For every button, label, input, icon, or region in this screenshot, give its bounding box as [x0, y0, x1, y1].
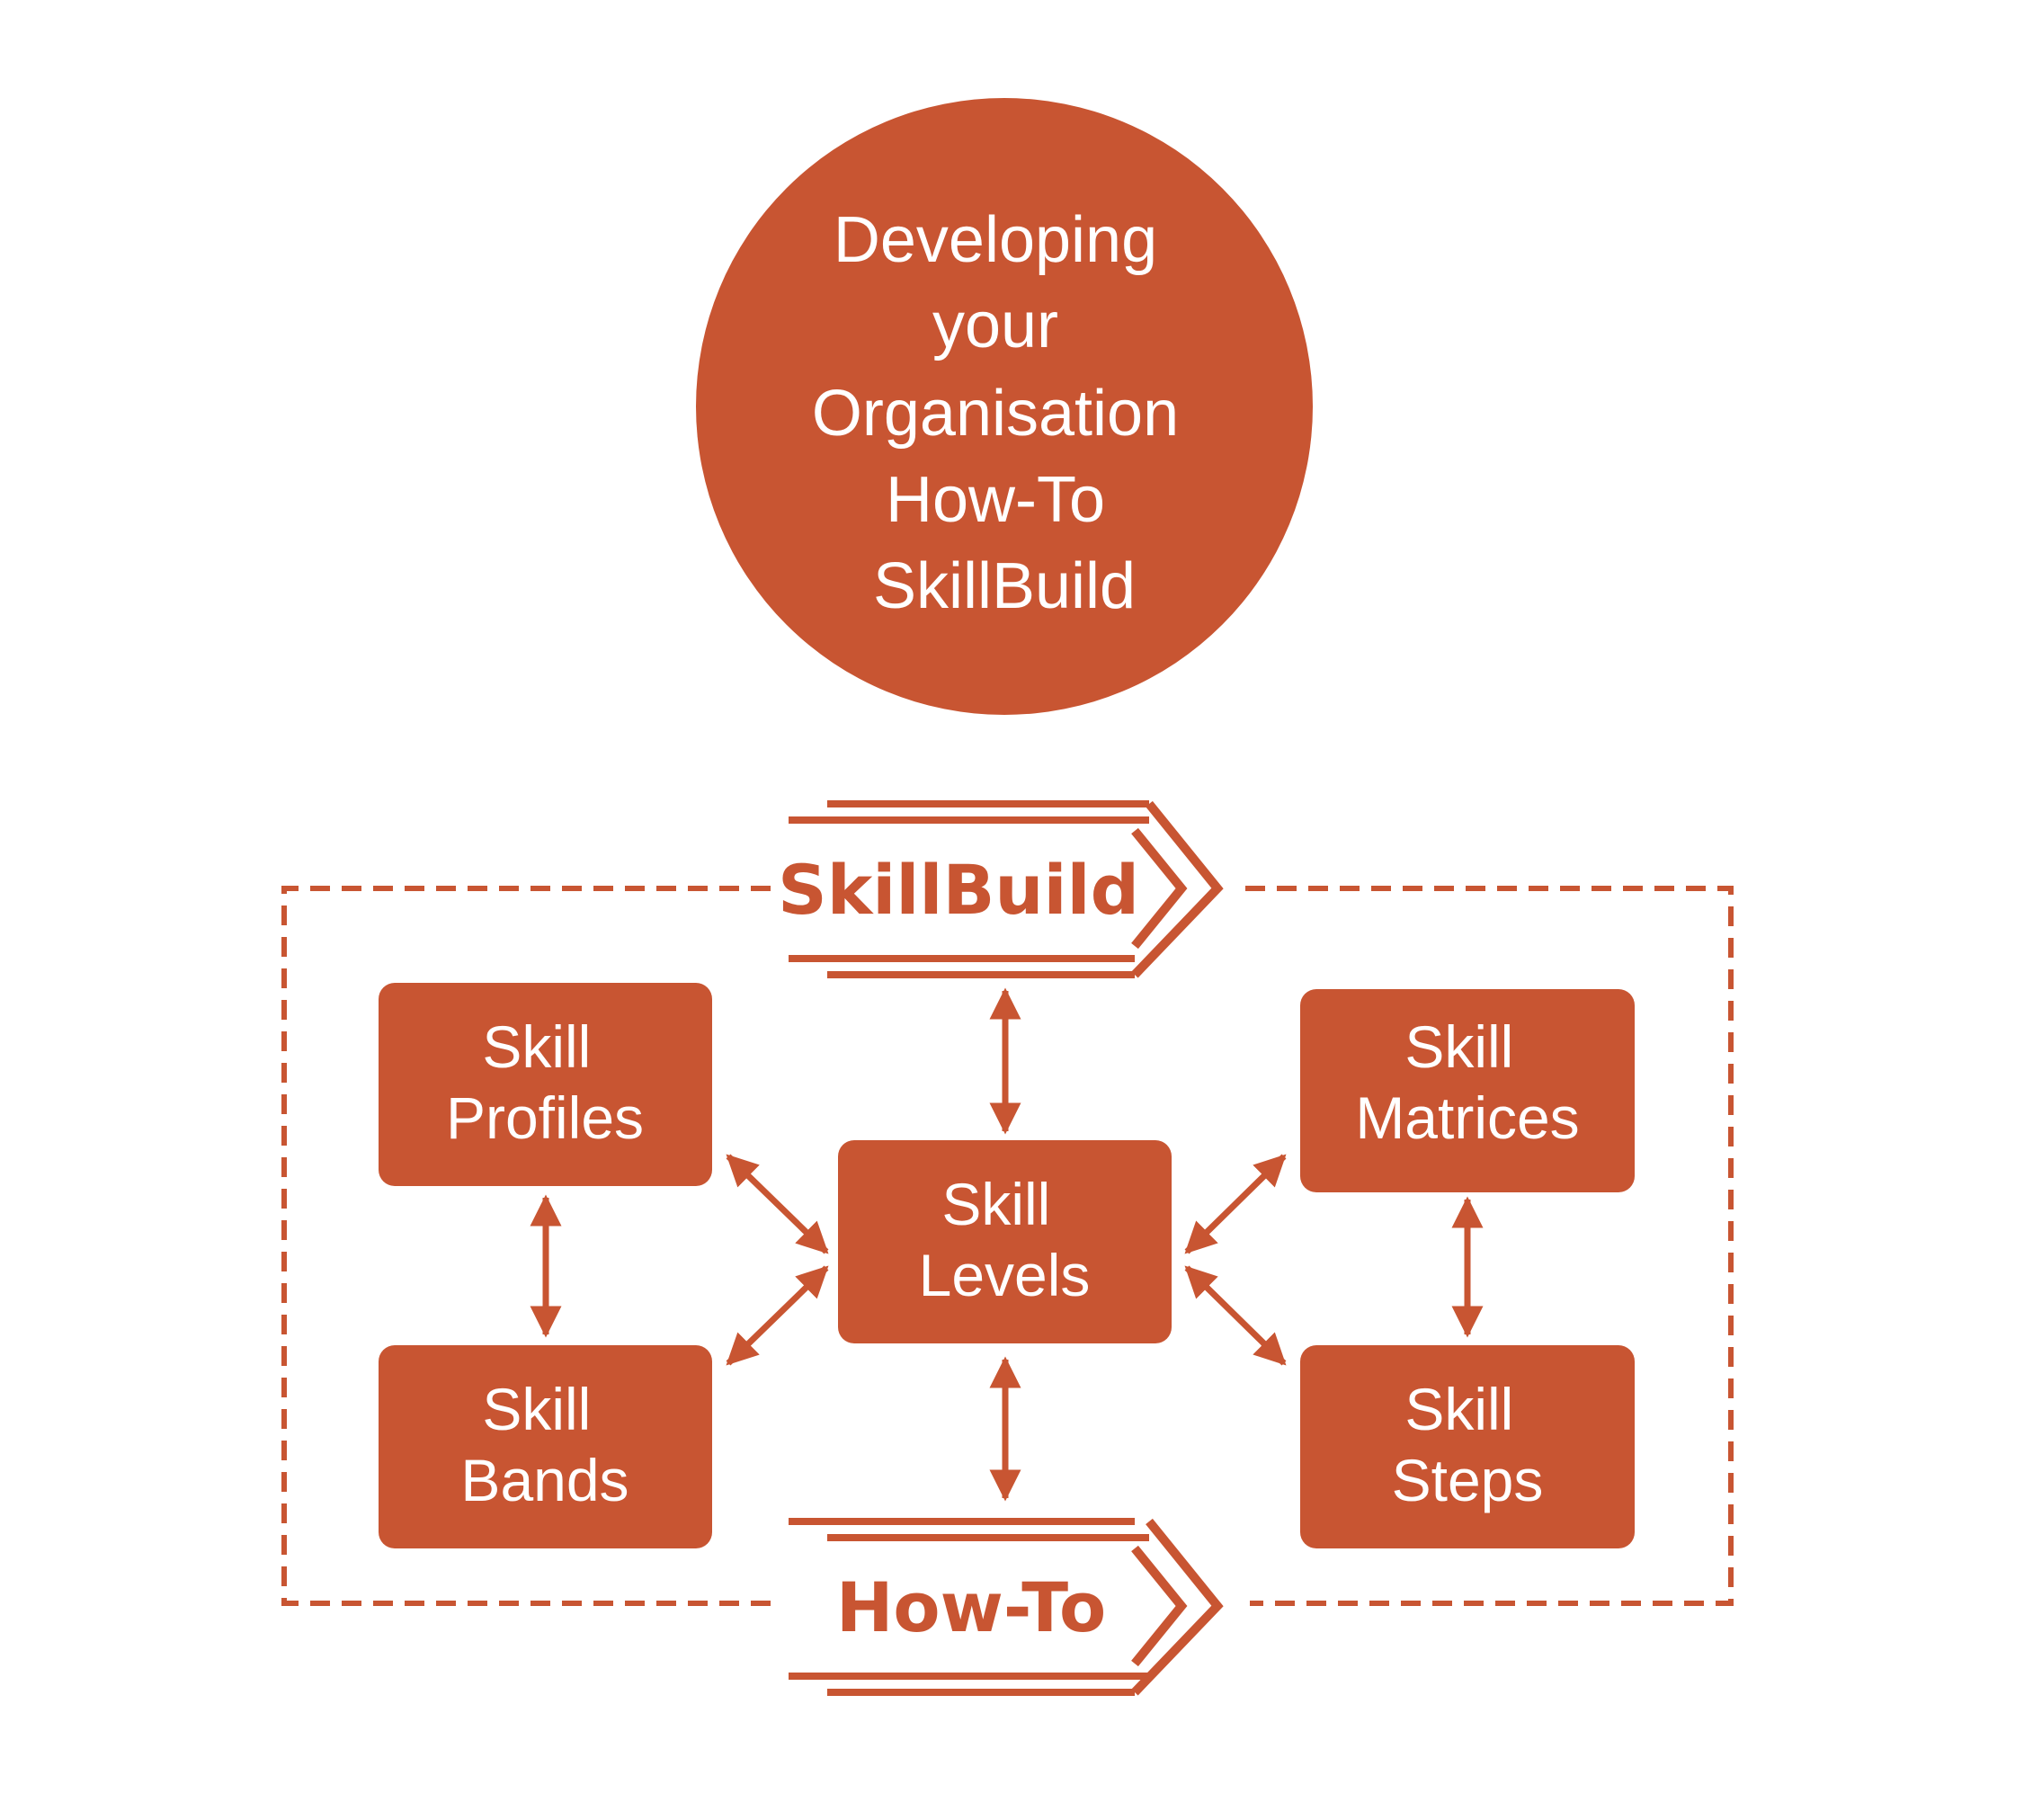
- skillbuild-banner-lines: [789, 800, 1149, 978]
- skill-levels-box: Skill Levels: [838, 1140, 1172, 1343]
- hub-circle: Developing your Organisation How-To Skil…: [696, 98, 1313, 715]
- skill-bands-line2: Bands: [460, 1447, 629, 1513]
- skill-steps-line1: Skill: [1404, 1376, 1513, 1442]
- howto-chevron-inner: [1131, 1545, 1188, 1667]
- howto-chevron-icon: [1131, 1518, 1224, 1696]
- howto-banner-lines: [789, 1518, 1149, 1696]
- hub-line-3: Organisation: [812, 378, 1179, 450]
- connector-arrows: [530, 987, 1484, 1502]
- skill-bands-line1: Skill: [482, 1376, 591, 1442]
- arrow-steps-levels: [1184, 1265, 1287, 1366]
- svg-text:Skill Profiles: Skill Profiles: [446, 1013, 644, 1151]
- skill-profiles-line1: Skill: [482, 1013, 591, 1080]
- skill-profiles-box: Skill Profiles: [379, 983, 712, 1186]
- hub-line-5: SkillBuild: [873, 550, 1136, 622]
- howto-banner-label: How-To: [836, 1567, 1106, 1647]
- svg-text:Skill Steps: Skill Steps: [1392, 1376, 1544, 1513]
- skill-steps-box: Skill Steps: [1300, 1345, 1635, 1548]
- svg-text:Skill Matrices: Skill Matrices: [1355, 1013, 1579, 1151]
- skill-matrices-box: Skill Matrices: [1300, 989, 1635, 1192]
- skill-matrices-line2: Matrices: [1355, 1084, 1579, 1151]
- howto-banner: How-To: [789, 1518, 1224, 1696]
- arrow-profiles-levels: [726, 1154, 829, 1254]
- skill-matrices-line1: Skill: [1404, 1013, 1513, 1080]
- hub-line-1: Developing: [834, 204, 1157, 276]
- svg-text:Skill Bands: Skill Bands: [460, 1376, 629, 1513]
- svg-text:Developing your Or: Developing your Organisation How-To Skil…: [812, 204, 1197, 622]
- arrow-matrices-levels: [1184, 1154, 1287, 1254]
- skill-levels-line1: Skill: [941, 1171, 1050, 1237]
- skillbuild-banner-label: SkillBuild: [778, 850, 1139, 930]
- skill-levels-line2: Levels: [919, 1242, 1091, 1308]
- skill-profiles-line2: Profiles: [446, 1084, 644, 1151]
- skillbuild-chevron-icon: [1131, 800, 1224, 978]
- skillbuild-chevron-inner: [1131, 827, 1188, 950]
- hub-line-4: How-To: [886, 464, 1105, 536]
- svg-text:Skill Levels: Skill Levels: [919, 1171, 1091, 1308]
- skill-steps-line2: Steps: [1392, 1447, 1544, 1513]
- skill-bands-box: Skill Bands: [379, 1345, 712, 1548]
- skillbuild-banner: SkillBuild: [778, 800, 1224, 978]
- hub-line-2: your: [932, 290, 1058, 361]
- arrow-bands-levels: [726, 1265, 829, 1366]
